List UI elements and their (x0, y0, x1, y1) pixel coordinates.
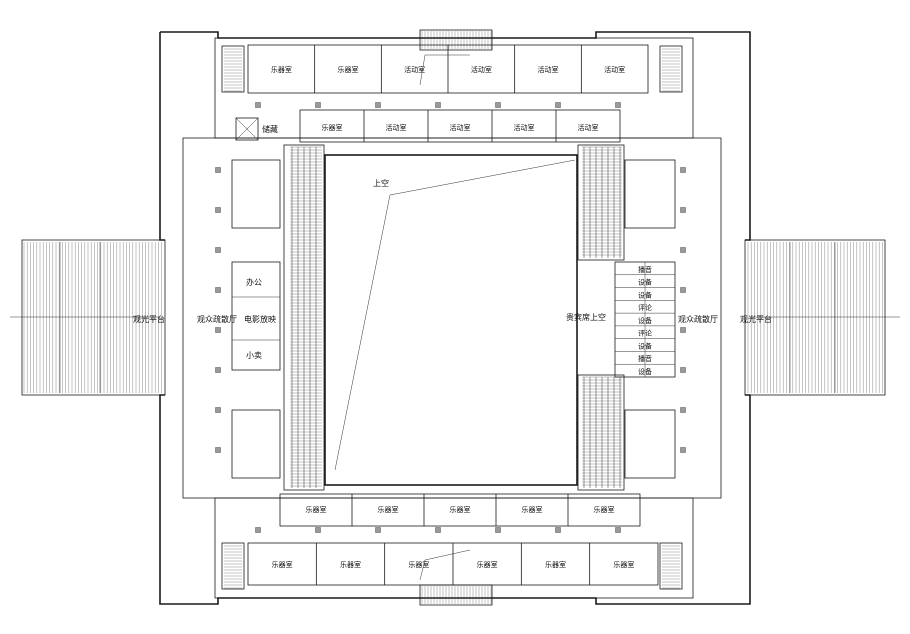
left-platform (10, 239, 166, 396)
north-outer-row: 乐器室 乐器室 活动室 活动室 活动室 活动室 (247, 44, 649, 94)
room-label: 活动室 (404, 65, 425, 74)
south-inner-row: 乐器室 乐器室 乐器室 乐器室 乐器室 (279, 493, 641, 527)
north-stair (419, 29, 493, 86)
room-label: 活动室 (450, 123, 471, 132)
right-platform (744, 239, 900, 396)
seating-right (577, 144, 625, 491)
room-label: 乐器室 (272, 560, 293, 569)
room-label: 乐器室 (408, 560, 429, 569)
west-service (231, 117, 281, 479)
room-label: 活动室 (538, 65, 559, 74)
room-label: 乐器室 (545, 560, 566, 569)
viewing-platform-left-label: 观光平台 (133, 314, 165, 324)
void-label: 上空 (373, 178, 389, 188)
north-inner-row: 乐器室 活动室 活动室 活动室 活动室 (299, 109, 621, 143)
room-label: 活动室 (578, 123, 599, 132)
viewing-platform-right-label: 观光平台 (740, 314, 772, 324)
room-label: 活动室 (604, 65, 625, 74)
public-hall-left-label: 观众疏散厅 (197, 314, 237, 324)
room-label: 乐器室 (477, 560, 498, 569)
corner-stairs (221, 45, 683, 590)
vip-void-label: 贵宾席上空 (566, 312, 606, 322)
broadcast-room-label: 电影放映 (244, 314, 276, 324)
arena-void (324, 154, 578, 486)
room-label: 活动室 (471, 65, 492, 74)
small-room-label: 小卖 (246, 351, 262, 360)
room-label: 乐器室 (306, 505, 327, 514)
structural-columns (215, 102, 686, 533)
room-label: 乐器室 (322, 123, 343, 132)
labels: 观光平台 观光平台 观众疏散厅 观众疏散厅 上空 贵宾席上空 办公 电影放映 小… (133, 124, 772, 360)
storage-label: 储藏 (262, 124, 278, 134)
room-label: 乐器室 (338, 65, 359, 74)
south-stair (419, 549, 493, 606)
room-label: 乐器室 (450, 505, 471, 514)
seating-left (283, 144, 325, 491)
room-label: 乐器室 (522, 505, 543, 514)
room-label: 乐器室 (340, 560, 361, 569)
room-label: 乐器室 (594, 505, 615, 514)
room-label: 活动室 (514, 123, 535, 132)
room-label: 乐器室 (378, 505, 399, 514)
office-label: 办公 (246, 277, 262, 287)
south-outer-row: 乐器室 乐器室 乐器室 乐器室 乐器室 乐器室 (247, 542, 659, 586)
room-label: 活动室 (386, 123, 407, 132)
room-label: 乐器室 (613, 560, 634, 569)
room-label: 乐器室 (271, 65, 292, 74)
public-hall-right-label: 观众疏散厅 (678, 314, 718, 324)
